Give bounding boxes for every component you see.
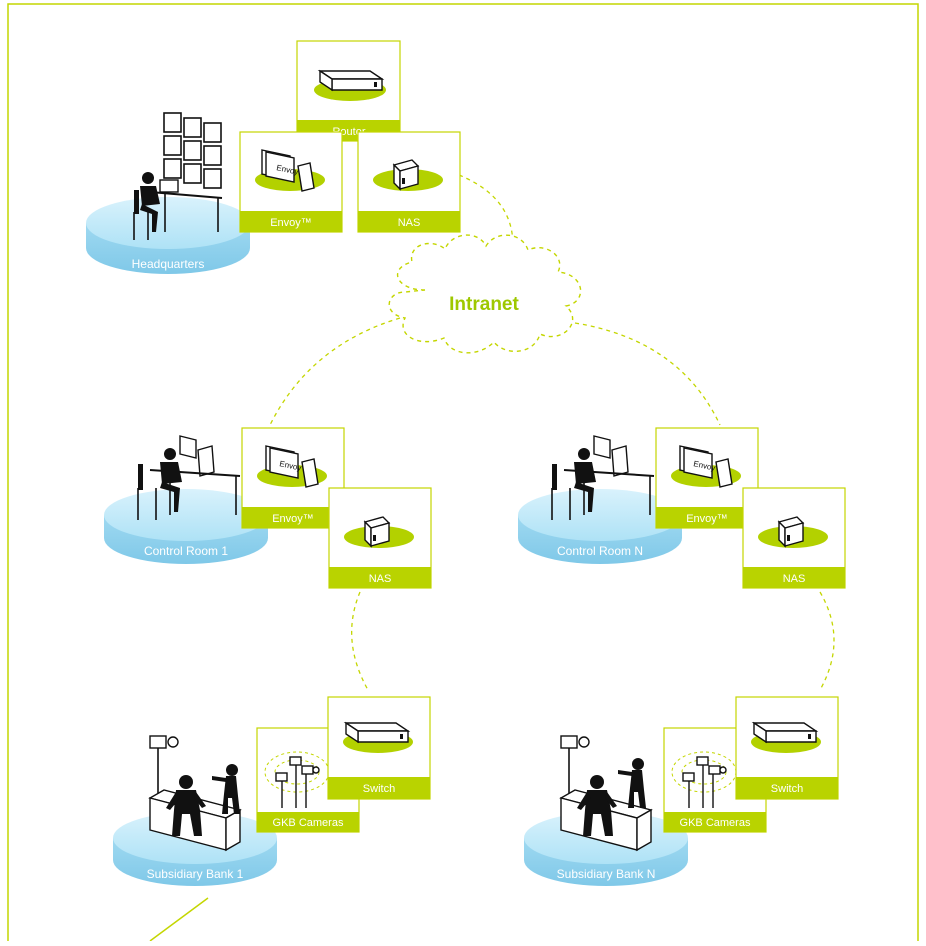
operator-figure-icon — [577, 758, 646, 836]
router-card: Router — [296, 40, 401, 142]
envoy-monitor-icon: Envoy — [265, 445, 319, 488]
intranet-label: Intranet — [449, 294, 519, 315]
subsidiary-bank-1-switch-label: Switch — [363, 783, 395, 795]
operator-figure-icon — [133, 172, 223, 240]
headquarters-site: Headquarters — [86, 40, 461, 274]
nas-box-icon — [777, 516, 805, 548]
control-room-n-label: Control Room N — [557, 544, 643, 558]
headquarters-envoy-label: Envoy™ — [270, 217, 312, 229]
camera-icon — [682, 756, 727, 808]
switch-icon — [751, 721, 819, 744]
control-room-1-envoy-card: Envoy Envoy™ — [241, 427, 345, 529]
operator-figure-icon — [166, 764, 240, 836]
subsidiary-bank-n-switch-label: Switch — [771, 783, 803, 795]
headquarters-nas-card: NAS — [357, 131, 461, 233]
nas-box-icon — [392, 159, 420, 191]
connection-lines — [269, 174, 835, 691]
switch-icon — [343, 721, 411, 744]
control-room-n-to-bank-n-link — [819, 591, 835, 691]
subsidiary-bank-n-label: Subsidiary Bank N — [557, 867, 656, 881]
control-room-n-nas-label: NAS — [783, 573, 806, 585]
headquarters-nas-label: NAS — [398, 217, 421, 229]
cloud-to-control-room-n-link — [574, 322, 721, 426]
headquarters-envoy-card: Envoy Envoy™ — [239, 131, 343, 233]
envoy-monitor-icon: Envoy — [261, 149, 315, 192]
subsidiary-bank-1-switch-card: Switch — [327, 696, 431, 800]
control-room-1-envoy-label: Envoy™ — [272, 513, 314, 525]
outer-frame — [7, 3, 919, 945]
control-room-n-nas-card: NAS — [742, 487, 846, 589]
subsidiary-bank-1-site: Subsidiary Bank 1 — [113, 696, 431, 886]
control-room-1-nas-card: NAS — [328, 487, 432, 589]
video-wall-icon — [163, 112, 222, 189]
subsidiary-bank-1-label: Subsidiary Bank 1 — [147, 867, 244, 881]
router-icon — [317, 69, 385, 92]
decorative-diagonal-line — [149, 897, 209, 942]
subsidiary-bank-1-cameras-label: GKB Cameras — [273, 817, 344, 829]
subsidiary-bank-n-cameras-label: GKB Cameras — [680, 817, 751, 829]
control-room-1-platform: Control Room 1 — [104, 489, 268, 564]
control-room-n-platform: Control Room N — [518, 489, 682, 564]
cloud-to-control-room-1-link — [269, 317, 401, 426]
bank-counter-icon — [148, 789, 242, 852]
cloud-icon — [388, 234, 582, 354]
control-room-1-site: Control Room 1 Envoy E — [104, 427, 432, 589]
control-room-1-nas-label: NAS — [369, 573, 392, 585]
control-room-n-envoy-label: Envoy™ — [686, 513, 728, 525]
subsidiary-bank-n-site: Subsidiary Bank N — [524, 696, 839, 886]
nas-box-icon — [363, 516, 391, 548]
envoy-monitor-icon: Envoy — [679, 445, 733, 488]
control-room-1-to-bank-1-link — [351, 591, 369, 691]
operator-figure-icon — [137, 435, 241, 520]
control-room-n-envoy-card: Envoy Envoy™ — [655, 427, 759, 529]
control-room-1-label: Control Room 1 — [144, 544, 228, 558]
intranet-cloud: Intranet — [388, 234, 582, 354]
headquarters-label: Headquarters — [132, 257, 205, 271]
control-room-n-site: Control Room N Envoy Envoy™ — [518, 427, 846, 589]
subsidiary-bank-n-switch-card: Switch — [735, 696, 839, 800]
headquarters-platform: Headquarters — [86, 197, 250, 274]
operator-figure-icon — [551, 435, 655, 520]
camera-icon — [275, 756, 320, 808]
